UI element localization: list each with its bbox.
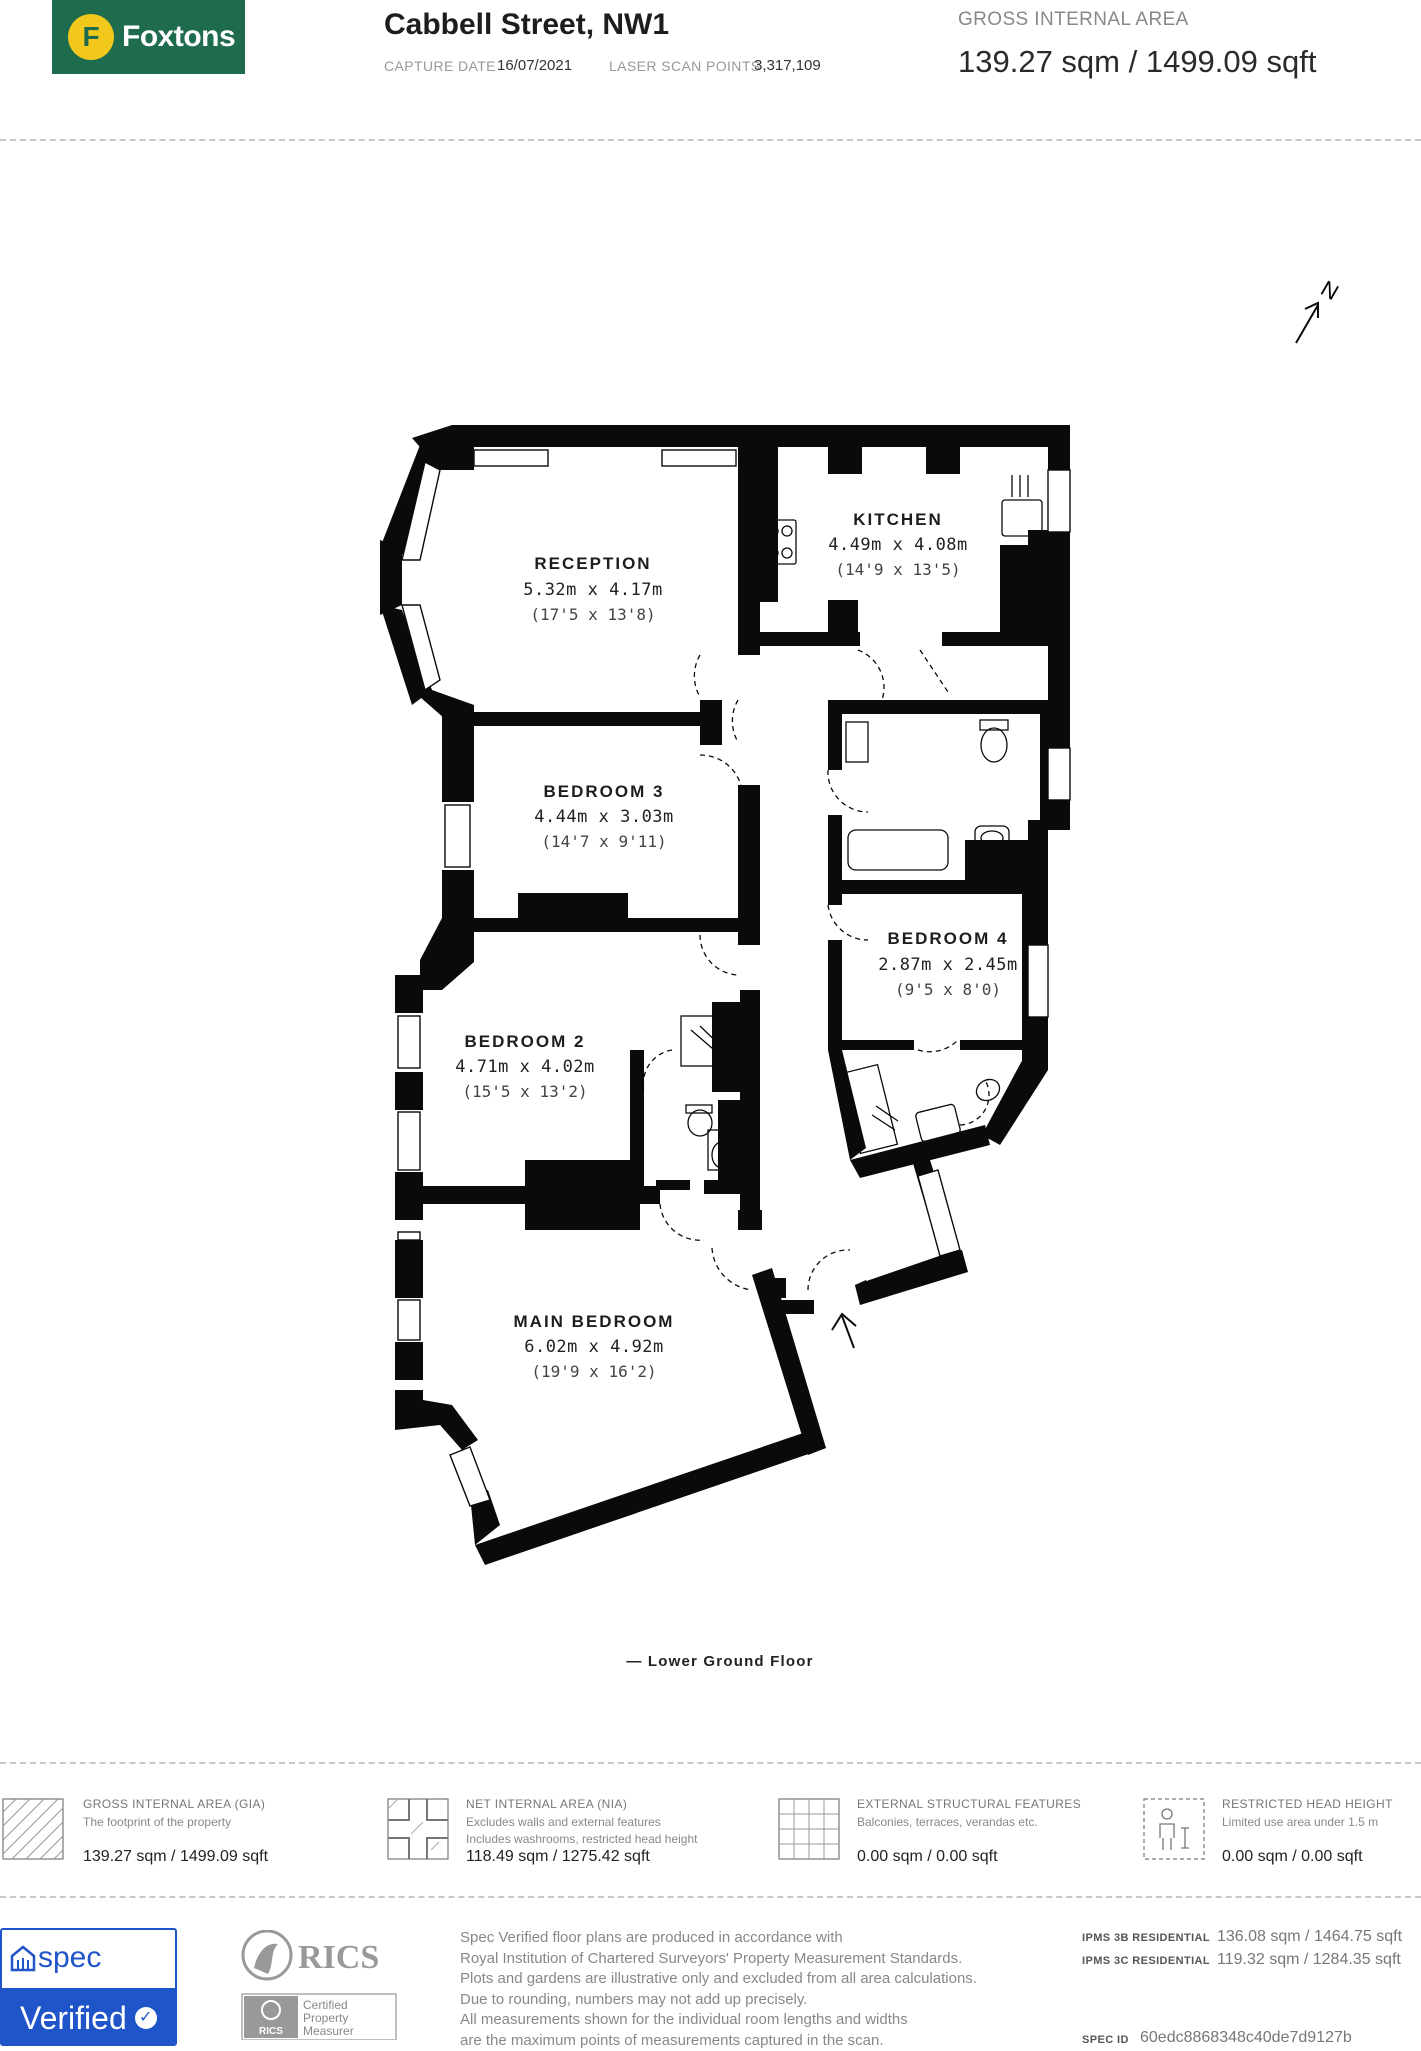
room-dimensions-imperial: (19'9 x 16'2) [531,1362,656,1381]
rics-cert-line: Measurer [303,2024,354,2038]
head-height-icon [1143,1798,1205,1860]
room-name: RECEPTION [534,554,651,573]
windows [398,450,1070,1506]
floor-plan: N RECEPTION 5.32m x 4.17m (17'5 x 13'8) … [0,0,1421,1620]
spec-house-icon [10,1944,36,1972]
spec-id-label: SPEC ID [1082,2034,1129,2046]
legend-desc: Includes washrooms, restricted head heig… [466,1831,697,1848]
nia-plan-icon [387,1798,449,1860]
legend-title: GROSS INTERNAL AREA (GIA) [83,1797,265,1811]
legend-divider-top [0,1762,1421,1764]
compass-n-label: N [1317,276,1343,306]
rics-logo: RICS RICS Certified Property Measurer [240,1930,400,2040]
gia-hatch-icon [2,1798,64,1860]
legend-desc: Balconies, terraces, verandas etc. [857,1814,1038,1831]
ipms-3c-value: 119.32 sqm / 1284.35 sqft [1217,1951,1401,1969]
rics-small-label: RICS [259,2026,283,2037]
disclaimer-line: Plots and gardens are illustrative only … [460,1969,1060,1990]
rics-cert-line: Certified [303,1998,348,2012]
disclaimer-line: Royal Institution of Chartered Surveyors… [460,1949,1060,1970]
legend-divider-bottom [0,1896,1421,1898]
room-dimensions: 4.71m x 4.02m [455,1057,595,1077]
legend-title: NET INTERNAL AREA (NIA) [466,1797,627,1811]
room-dimensions: 4.44m x 3.03m [534,807,674,827]
room-dimensions-imperial: (14'9 x 13'5) [835,560,960,579]
grid-icon [778,1798,840,1860]
room-name: MAIN BEDROOM [514,1312,675,1331]
disclaimer-line: Spec Verified floor plans are produced i… [460,1928,1060,1949]
disclaimer-line: Due to rounding, numbers may not add up … [460,1990,1060,2011]
footer-disclaimer: Spec Verified floor plans are produced i… [460,1928,1060,2051]
room-dimensions: 4.49m x 4.08m [828,535,968,555]
room-bedroom-2: BEDROOM 2 4.71m x 4.02m (15'5 x 13'2) [455,1032,595,1101]
room-dimensions-imperial: (17'5 x 13'8) [530,605,655,624]
legend-title: RESTRICTED HEAD HEIGHT [1222,1797,1393,1811]
legend-value: 118.49 sqm / 1275.42 sqft [466,1848,650,1866]
compass-north-arrow-icon: N [1296,276,1343,343]
rics-label: RICS [298,1939,379,1976]
entrance-arrow-icon [832,1314,856,1348]
spec-verified-badge: spec Verified ✓ [0,1928,177,2046]
room-bedroom-4: BEDROOM 4 2.87m x 2.45m (9'5 x 8'0) [878,929,1018,999]
room-dimensions: 6.02m x 4.92m [524,1337,664,1357]
room-dimensions-imperial: (14'7 x 9'11) [541,832,666,851]
ipms-3b-label: IPMS 3B RESIDENTIAL [1082,1932,1210,1944]
check-icon: ✓ [135,2007,157,2029]
room-dimensions-imperial: (15'5 x 13'2) [462,1082,587,1101]
rics-cert-line: Property [303,2011,348,2025]
ipms-3b-value: 136.08 sqm / 1464.75 sqft [1217,1928,1402,1946]
room-name: BEDROOM 2 [465,1032,586,1051]
disclaimer-line: All measurements shown for the individua… [460,2010,1060,2031]
legend-desc: Limited use area under 1.5 m [1222,1814,1378,1831]
room-name: KITCHEN [853,510,943,529]
room-kitchen: KITCHEN 4.49m x 4.08m (14'9 x 13'5) [828,510,968,579]
verified-banner: Verified ✓ [2,1988,175,2046]
verified-label: Verified [20,2000,127,2037]
ipms-3c-label: IPMS 3C RESIDENTIAL [1082,1955,1210,1967]
legend-desc: The footprint of the property [83,1814,231,1831]
room-name: BEDROOM 4 [888,929,1009,948]
legend-value: 0.00 sqm / 0.00 sqft [857,1848,998,1866]
room-bedroom-3: BEDROOM 3 4.44m x 3.03m (14'7 x 9'11) [534,782,674,851]
spec-label: spec [38,1941,101,1975]
legend-value: 139.27 sqm / 1499.09 sqft [83,1848,268,1866]
room-dimensions: 5.32m x 4.17m [523,580,663,600]
floor-label: — Lower Ground Floor [600,1653,840,1670]
room-name: BEDROOM 3 [544,782,665,801]
room-dimensions: 2.87m x 2.45m [878,955,1018,975]
legend-desc: Excludes walls and external features [466,1814,661,1831]
legend-value: 0.00 sqm / 0.00 sqft [1222,1848,1363,1866]
spec-id-value: 60edc8868348c40de7d9127b [1140,2029,1352,2047]
spec-logo: spec [2,1930,175,1986]
room-reception: RECEPTION 5.32m x 4.17m (17'5 x 13'8) [523,554,663,624]
legend-title: EXTERNAL STRUCTURAL FEATURES [857,1797,1081,1811]
room-main-bedroom: MAIN BEDROOM 6.02m x 4.92m (19'9 x 16'2) [514,1312,675,1381]
room-dimensions-imperial: (9'5 x 8'0) [895,980,1001,999]
